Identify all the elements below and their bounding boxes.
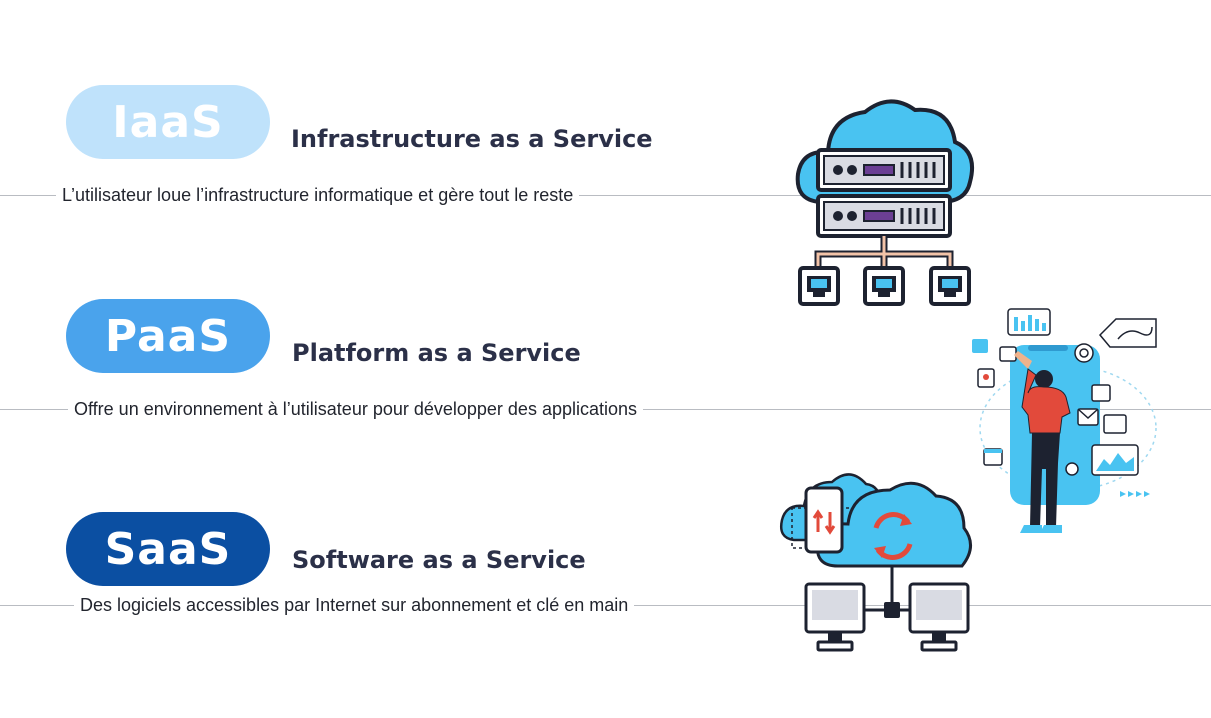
cloud-sync-computers-icon (780, 473, 972, 652)
paas-description: Offre un environnement à l’utilisateur p… (68, 398, 644, 420)
saas-badge: SaaS (66, 512, 270, 586)
developer-phone-icon (972, 308, 1157, 533)
cloud-server-icon (795, 99, 975, 306)
iaas-description: L’utilisateur loue l’infrastructure info… (56, 184, 580, 206)
iaas-divider (0, 195, 1211, 196)
iaas-title: Infrastructure as a Service (291, 125, 653, 153)
saas-description: Des logiciels accessibles par Internet s… (74, 594, 635, 616)
paas-badge: PaaS (66, 299, 270, 373)
paas-title: Platform as a Service (292, 339, 581, 367)
iaas-badge: IaaS (66, 85, 270, 159)
saas-title: Software as a Service (292, 546, 586, 574)
